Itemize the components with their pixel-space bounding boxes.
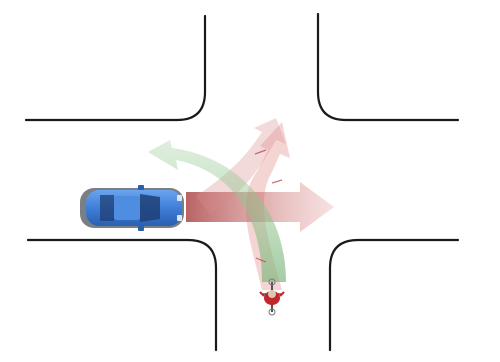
car	[80, 185, 184, 231]
cyclist-left-turn-path	[148, 140, 286, 282]
cyclist	[259, 278, 285, 316]
road-edges	[24, 12, 460, 352]
car-right-turn-path	[196, 118, 286, 214]
path-markers	[254, 149, 283, 263]
curb-bottom-left	[26, 238, 218, 352]
curb-bottom-right	[328, 238, 460, 352]
curb-top-right	[316, 12, 460, 122]
cyclist-straight-path	[245, 122, 290, 290]
curb-top-left	[24, 14, 207, 122]
